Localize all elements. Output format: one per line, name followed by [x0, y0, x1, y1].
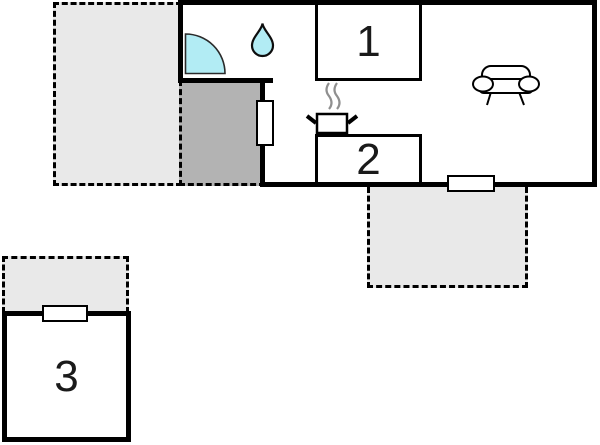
pot-handle-right	[346, 114, 359, 125]
wall-bottom	[260, 182, 597, 187]
wall-room1-right	[419, 0, 422, 81]
wall-room1-bottom	[315, 78, 422, 81]
wall-bathroom-bottom	[178, 78, 273, 83]
wall-left-bathroom	[178, 0, 183, 83]
hallway-area	[179, 80, 265, 186]
window-room3-icon	[42, 305, 88, 322]
pot-body	[315, 112, 349, 135]
sofa-armrest-left	[472, 75, 494, 93]
room-1-label: 1	[356, 16, 381, 66]
terrace-right	[367, 187, 528, 288]
sofa-leg-right	[518, 91, 525, 106]
wall-room2-left	[315, 134, 318, 182]
sofa-leg-left	[486, 91, 492, 106]
wall-room2-top	[315, 134, 422, 137]
room-2-label: 2	[356, 134, 381, 184]
door-swing-icon	[184, 33, 226, 75]
room-3-outline	[2, 311, 131, 442]
steaming-pot-icon	[305, 82, 359, 135]
window-hallway-icon	[256, 100, 274, 146]
room-3-label: 3	[54, 351, 79, 401]
terrace-top-left	[53, 2, 182, 186]
wall-room2-right	[419, 134, 422, 182]
water-drop-icon	[250, 23, 275, 58]
sofa-armrest-right	[518, 75, 540, 93]
wall-right	[592, 0, 597, 187]
steam-line-icon	[325, 82, 333, 110]
wall-room1-left	[315, 0, 318, 81]
wall-top	[178, 0, 597, 5]
sofa-icon	[472, 65, 540, 106]
steam-line-icon	[333, 82, 341, 110]
pot-handle-left	[305, 114, 318, 125]
window-living-room-icon	[447, 175, 495, 192]
terrace-bottom-left	[2, 256, 129, 313]
